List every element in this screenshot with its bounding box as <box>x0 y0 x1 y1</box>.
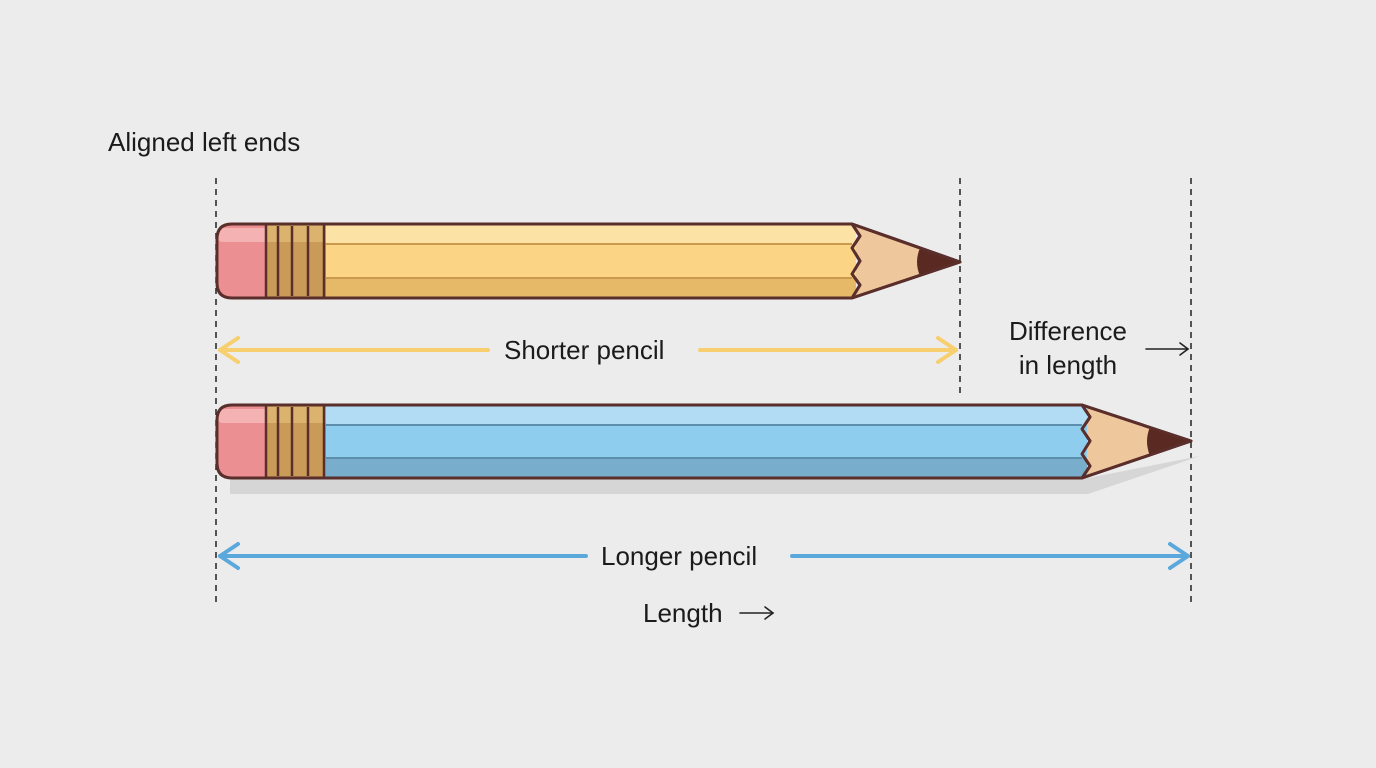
difference-label-line-2: in length <box>1018 350 1118 380</box>
shorter-arrow-left-head <box>218 336 240 364</box>
shorter-length-arrow <box>218 336 958 364</box>
aligned-left-ends-label: Aligned left ends <box>108 127 301 157</box>
shorter-pencil <box>215 222 962 300</box>
longer-pencil-graphite <box>1147 427 1191 456</box>
longer-pencil-label: Longer pencil <box>601 541 758 571</box>
shorter-arrow-right-head <box>936 336 958 364</box>
longer-arrow-right-head <box>1168 542 1190 570</box>
difference-in-length-label: Difference in length <box>996 316 1140 380</box>
longer-pencil <box>215 403 1193 480</box>
shorter-pencil-eraser <box>217 224 270 298</box>
shorter-pencil-label: Shorter pencil <box>504 335 665 365</box>
longer-length-arrow <box>218 542 1190 570</box>
difference-arrow-icon <box>1145 342 1190 356</box>
difference-label-line-1: Difference <box>1008 316 1128 346</box>
length-axis-label: Length <box>643 598 723 628</box>
longer-arrow-left-head <box>218 542 240 570</box>
shorter-pencil-graphite <box>917 248 960 276</box>
right-arrow-icon <box>739 606 775 620</box>
longer-pencil-eraser <box>217 405 270 478</box>
longer-pencil-shadow <box>230 456 1200 494</box>
